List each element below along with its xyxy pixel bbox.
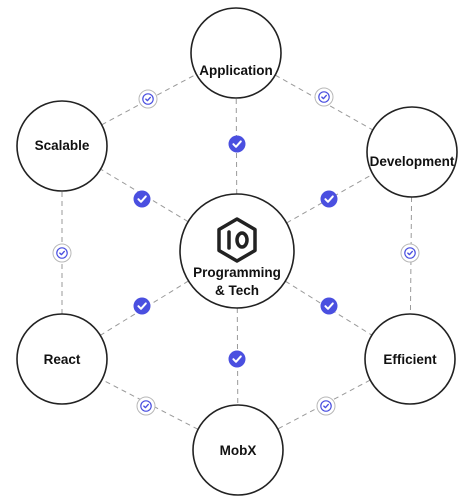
ring-check-icon-efficient-mobx: [316, 396, 336, 416]
spoke-check-icon-efficient: [320, 297, 338, 315]
spoke-connector-scalable: [100, 168, 189, 223]
node-circle-efficient: [364, 313, 456, 405]
spoke-check-icon-react: [133, 297, 151, 315]
ring-check-icon-react-scalable: [52, 243, 72, 263]
node-circle-react: [16, 313, 108, 405]
spoke-check-icon-development: [320, 190, 338, 208]
node-circle-mobx: [192, 404, 284, 496]
node-circle-development: [366, 106, 458, 198]
center-circle: [179, 193, 295, 309]
center-label-line2: & Tech: [215, 283, 259, 298]
outer-node-labels: Application Development Efficient MobX R…: [35, 63, 455, 458]
center-label-line1: Programming: [193, 265, 281, 280]
node-label-application: Application: [199, 63, 273, 78]
node-label-development: Development: [370, 154, 455, 169]
ring-check-icon-mobx-react: [136, 396, 156, 416]
spoke-check-icon-scalable: [133, 190, 151, 208]
check-badges: [52, 87, 420, 416]
spoke-connector-efficient: [285, 280, 373, 336]
ring-check-icon-application-development: [314, 87, 334, 107]
outer-nodes: [16, 7, 458, 496]
node-label-react: React: [44, 352, 81, 367]
hexagon-logo-icon: [217, 217, 257, 263]
node-label-efficient: Efficient: [383, 352, 437, 367]
spoke-check-icon-application: [228, 135, 246, 153]
spoke-check-icon-mobx: [228, 350, 246, 368]
node-circle-application: [190, 7, 282, 99]
center-node: Programming & Tech: [179, 193, 295, 309]
node-circle-scalable: [16, 100, 108, 192]
ring-check-icon-development-efficient: [400, 243, 420, 263]
node-label-mobx: MobX: [220, 443, 257, 458]
node-label-scalable: Scalable: [35, 138, 90, 153]
ring-check-icon-application-scalable: [138, 89, 158, 109]
